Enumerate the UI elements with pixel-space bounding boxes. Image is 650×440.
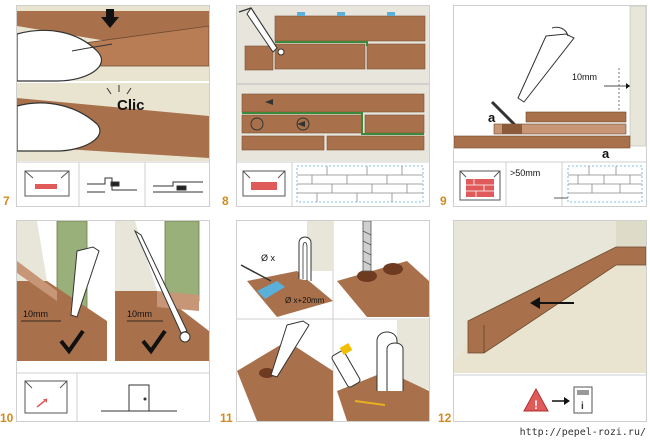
panel-12: ! i [453, 220, 647, 422]
panel-11-illustration: Ø x Ø x+20mm [237, 221, 429, 421]
warning-icon: ! [523, 387, 549, 412]
svg-text:i: i [581, 401, 584, 412]
panel-10: 10mm 10mm [16, 220, 210, 422]
room-thumbnail [24, 170, 70, 197]
step-number-7: 7 [3, 194, 10, 208]
gap-label: 10mm [572, 72, 597, 82]
panel-10-illustration: 10mm 10mm [17, 221, 209, 421]
min-distance-label: >50mm [510, 168, 540, 178]
pipe-measure-scene [240, 221, 333, 317]
plank-layout-bottom [241, 93, 425, 151]
click-burst-icon [106, 85, 132, 95]
panel-9-illustration: 10mm a a >50mm [454, 6, 646, 206]
watermark: http://pepel-rozi.ru/ [519, 427, 646, 438]
click-label: Clic [117, 97, 145, 114]
skirting-board [467, 246, 646, 354]
brick-pattern-grid [296, 165, 424, 203]
down-arrow-icon [101, 9, 119, 28]
gap-right-label: 10mm [127, 309, 152, 319]
glue-pipe-scene [331, 319, 429, 421]
door-frame-right [115, 221, 209, 361]
gap-left-label: 10mm [23, 309, 48, 319]
panel-8 [236, 5, 430, 207]
drill-scene [337, 221, 429, 317]
diameter-label: Ø x [261, 253, 276, 263]
panel-7-illustration: Clic [17, 6, 209, 206]
saw-icon [517, 26, 575, 103]
wall [629, 6, 646, 147]
checkmark-icon [141, 329, 167, 355]
joint-profile-2 [153, 181, 203, 193]
floor [454, 249, 646, 373]
door-icon [101, 384, 177, 412]
right-arrow-icon [552, 397, 570, 405]
step-number-11: 11 [220, 411, 233, 425]
info-document-icon: i [573, 386, 593, 414]
mark-a-left: a [488, 110, 496, 125]
saw-icon [238, 7, 285, 56]
checkmark-icon [59, 329, 85, 355]
plank-layout-top [244, 12, 426, 71]
panel-11: Ø x Ø x+20mm [236, 220, 430, 422]
step-number-9: 9 [440, 194, 447, 208]
brick-pattern-grid [567, 165, 643, 203]
hole-label: Ø x+20mm [285, 296, 325, 305]
step-number-8: 8 [222, 194, 229, 208]
step-number-10: 10 [0, 411, 14, 425]
planks [454, 111, 631, 149]
room-thumbnail [459, 170, 501, 201]
panel-7: Clic [16, 5, 210, 207]
panel-9: 10mm a a >50mm [453, 5, 647, 207]
left-arrow-icon [530, 297, 574, 309]
room-thumbnail [242, 170, 286, 197]
step-number-12: 12 [438, 411, 452, 425]
door-frame-left [17, 221, 107, 361]
panel-8-illustration [237, 6, 429, 206]
room-thumbnail [24, 380, 68, 414]
mark-a-right: a [602, 146, 610, 161]
joint-profile-1 [87, 177, 137, 193]
panel-12-illustration: ! i [454, 221, 646, 414]
svg-text:!: ! [534, 398, 538, 412]
saw-cut-scene [237, 320, 333, 421]
